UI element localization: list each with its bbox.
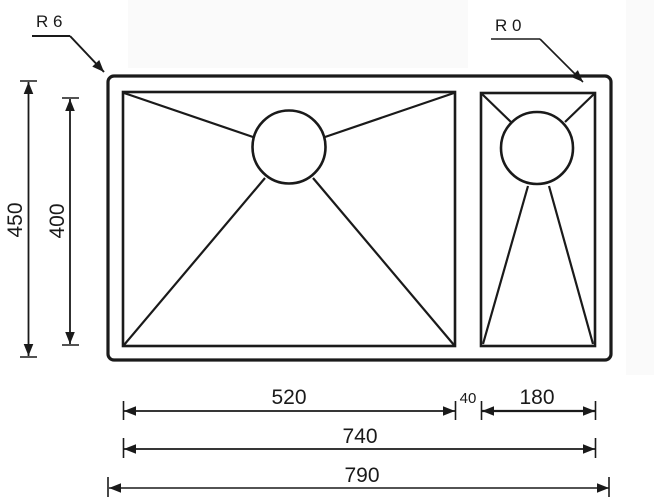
- dimension-label-790: 790: [344, 464, 379, 487]
- radius-callout-inner: R 0: [491, 16, 584, 83]
- dimension-overall-depth: 450: [4, 80, 37, 358]
- dimension-bowl-depth: 400: [46, 97, 79, 346]
- dimension-label-450: 450: [4, 202, 27, 237]
- dimension-label-400: 400: [46, 203, 69, 238]
- background-panel-right: [626, 0, 654, 375]
- background-panel-top: [128, 0, 468, 68]
- small-bowl: [479, 91, 597, 348]
- dimension-overall-width: 790: [107, 464, 610, 497]
- dimension-label-40: 40: [460, 390, 477, 407]
- dimension-label-740: 740: [342, 425, 377, 448]
- radius-label-inner: R 0: [495, 16, 521, 35]
- main-drain-icon: [251, 109, 327, 185]
- dimension-small-bowl-width: 180: [480, 386, 597, 420]
- dimension-bowls-total-width: 740: [122, 425, 597, 458]
- radius-label-outer: R 6: [36, 12, 62, 31]
- dimension-main-bowl-width: 520: [122, 386, 457, 420]
- radius-callout-outer: R 6: [32, 12, 105, 73]
- dimension-label-520: 520: [271, 386, 306, 409]
- dimension-label-180: 180: [519, 386, 554, 409]
- outer-rim: [106, 74, 613, 362]
- dimension-divider-gap: 40: [460, 390, 477, 407]
- main-bowl: [121, 90, 457, 348]
- small-drain-icon: [499, 110, 575, 186]
